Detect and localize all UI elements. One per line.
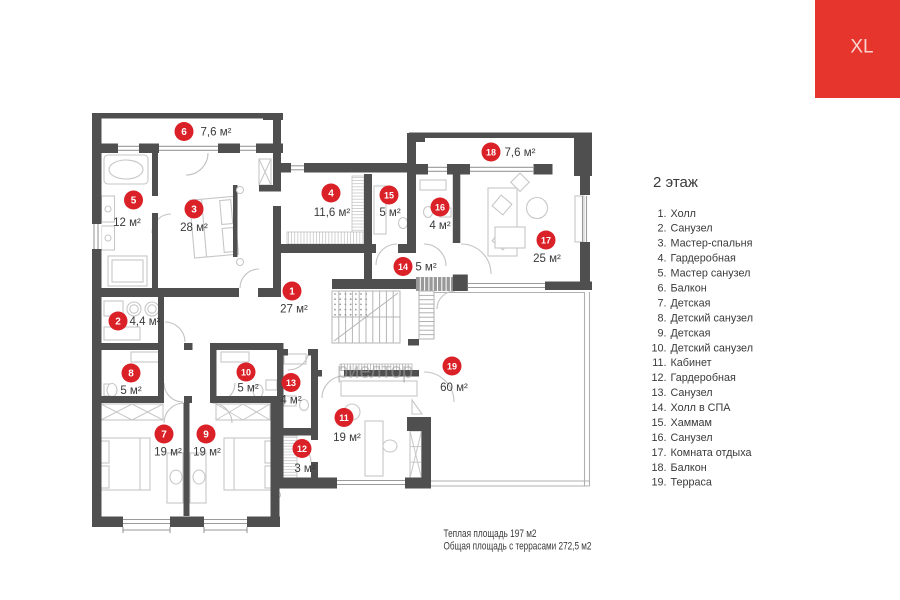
svg-text:Комната отдыха: Комната отдыха xyxy=(671,447,752,459)
svg-text:27 м²: 27 м² xyxy=(280,304,308,316)
svg-text:Детская: Детская xyxy=(671,327,711,339)
svg-text:10: 10 xyxy=(241,368,251,378)
svg-text:3 м²: 3 м² xyxy=(294,463,315,475)
svg-text:Санузел: Санузел xyxy=(671,432,713,444)
svg-text:1: 1 xyxy=(289,287,295,298)
svg-text:19: 19 xyxy=(447,362,457,372)
svg-text:16.: 16. xyxy=(651,432,666,444)
svg-text:4 м²: 4 м² xyxy=(429,220,450,232)
svg-text:13.: 13. xyxy=(651,387,666,399)
svg-text:5.: 5. xyxy=(657,268,666,280)
svg-text:12: 12 xyxy=(297,444,307,454)
svg-text:15: 15 xyxy=(384,191,394,201)
svg-text:14.: 14. xyxy=(651,402,666,414)
svg-text:Гардеробная: Гардеробная xyxy=(671,253,736,265)
svg-text:Теплая площадь 197 м2: Теплая площадь 197 м2 xyxy=(444,528,537,540)
svg-text:Холл: Холл xyxy=(671,208,696,220)
svg-text:6: 6 xyxy=(181,127,187,138)
svg-text:8.: 8. xyxy=(657,312,666,324)
svg-text:28 м²: 28 м² xyxy=(180,222,208,234)
svg-text:12.: 12. xyxy=(651,372,666,384)
svg-text:Детский санузел: Детский санузел xyxy=(671,342,754,354)
svg-text:5 м²: 5 м² xyxy=(120,385,141,397)
svg-text:9.: 9. xyxy=(657,327,666,339)
svg-text:15.: 15. xyxy=(651,417,666,429)
svg-text:5 м²: 5 м² xyxy=(237,383,258,395)
svg-text:Мастер-спальня: Мастер-спальня xyxy=(671,238,753,250)
svg-text:4 м²: 4 м² xyxy=(280,395,301,407)
svg-text:12 м²: 12 м² xyxy=(113,217,141,229)
svg-text:4: 4 xyxy=(328,189,334,200)
svg-text:25 м²: 25 м² xyxy=(533,253,561,265)
svg-text:19 м²: 19 м² xyxy=(193,447,221,459)
svg-text:Общая площадь с террасами 272,: Общая площадь с террасами 272,5 м2 xyxy=(444,541,592,553)
svg-text:16: 16 xyxy=(435,203,445,213)
svg-text:3.: 3. xyxy=(657,238,666,250)
svg-text:2 этаж: 2 этаж xyxy=(653,174,698,191)
svg-text:4.: 4. xyxy=(657,253,666,265)
svg-text:5: 5 xyxy=(131,196,137,207)
svg-text:Хаммам: Хаммам xyxy=(671,417,712,429)
svg-text:2: 2 xyxy=(115,317,121,328)
svg-text:6.: 6. xyxy=(657,283,666,295)
svg-text:18.: 18. xyxy=(651,462,666,474)
svg-text:11.: 11. xyxy=(652,357,666,369)
svg-text:19 м²: 19 м² xyxy=(333,432,361,444)
svg-text:Мастер санузел: Мастер санузел xyxy=(671,268,751,280)
svg-text:60 м²: 60 м² xyxy=(440,382,468,394)
svg-text:17: 17 xyxy=(541,236,551,246)
svg-text:7: 7 xyxy=(161,430,167,441)
svg-text:19 м²: 19 м² xyxy=(154,447,182,459)
svg-text:3: 3 xyxy=(191,205,197,216)
svg-text:4,4 м²: 4,4 м² xyxy=(130,316,161,328)
svg-text:Балкон: Балкон xyxy=(671,283,707,295)
svg-text:11: 11 xyxy=(339,413,349,423)
svg-text:Балкон: Балкон xyxy=(671,462,707,474)
svg-text:Детская: Детская xyxy=(671,297,711,309)
svg-text:13: 13 xyxy=(286,378,296,388)
svg-text:Кабинет: Кабинет xyxy=(671,357,712,369)
svg-text:Санузел: Санузел xyxy=(671,387,713,399)
svg-text:XL: XL xyxy=(850,37,873,58)
svg-text:7.: 7. xyxy=(657,297,666,309)
svg-text:14: 14 xyxy=(398,262,408,272)
svg-text:18: 18 xyxy=(486,148,496,158)
svg-text:Гардеробная: Гардеробная xyxy=(671,372,736,384)
svg-text:риелтор: риелтор xyxy=(337,358,413,383)
svg-text:7,6 м²: 7,6 м² xyxy=(505,147,536,159)
svg-text:8: 8 xyxy=(128,369,134,380)
svg-text:Холл в СПА: Холл в СПА xyxy=(671,402,732,414)
svg-text:19.: 19. xyxy=(651,477,666,489)
svg-text:5 м²: 5 м² xyxy=(379,207,400,219)
svg-text:Терраса: Терраса xyxy=(671,477,712,489)
svg-text:Санузел: Санузел xyxy=(671,223,713,235)
svg-text:5 м²: 5 м² xyxy=(415,262,436,274)
svg-text:7,6 м²: 7,6 м² xyxy=(201,127,232,139)
svg-text:9: 9 xyxy=(203,430,209,441)
svg-text:17.: 17. xyxy=(651,447,666,459)
svg-text:2.: 2. xyxy=(657,223,666,235)
svg-text:10.: 10. xyxy=(651,342,666,354)
svg-text:11,6 м²: 11,6 м² xyxy=(314,207,351,219)
svg-text:Детский санузел: Детский санузел xyxy=(671,312,754,324)
svg-text:1.: 1. xyxy=(657,208,666,220)
